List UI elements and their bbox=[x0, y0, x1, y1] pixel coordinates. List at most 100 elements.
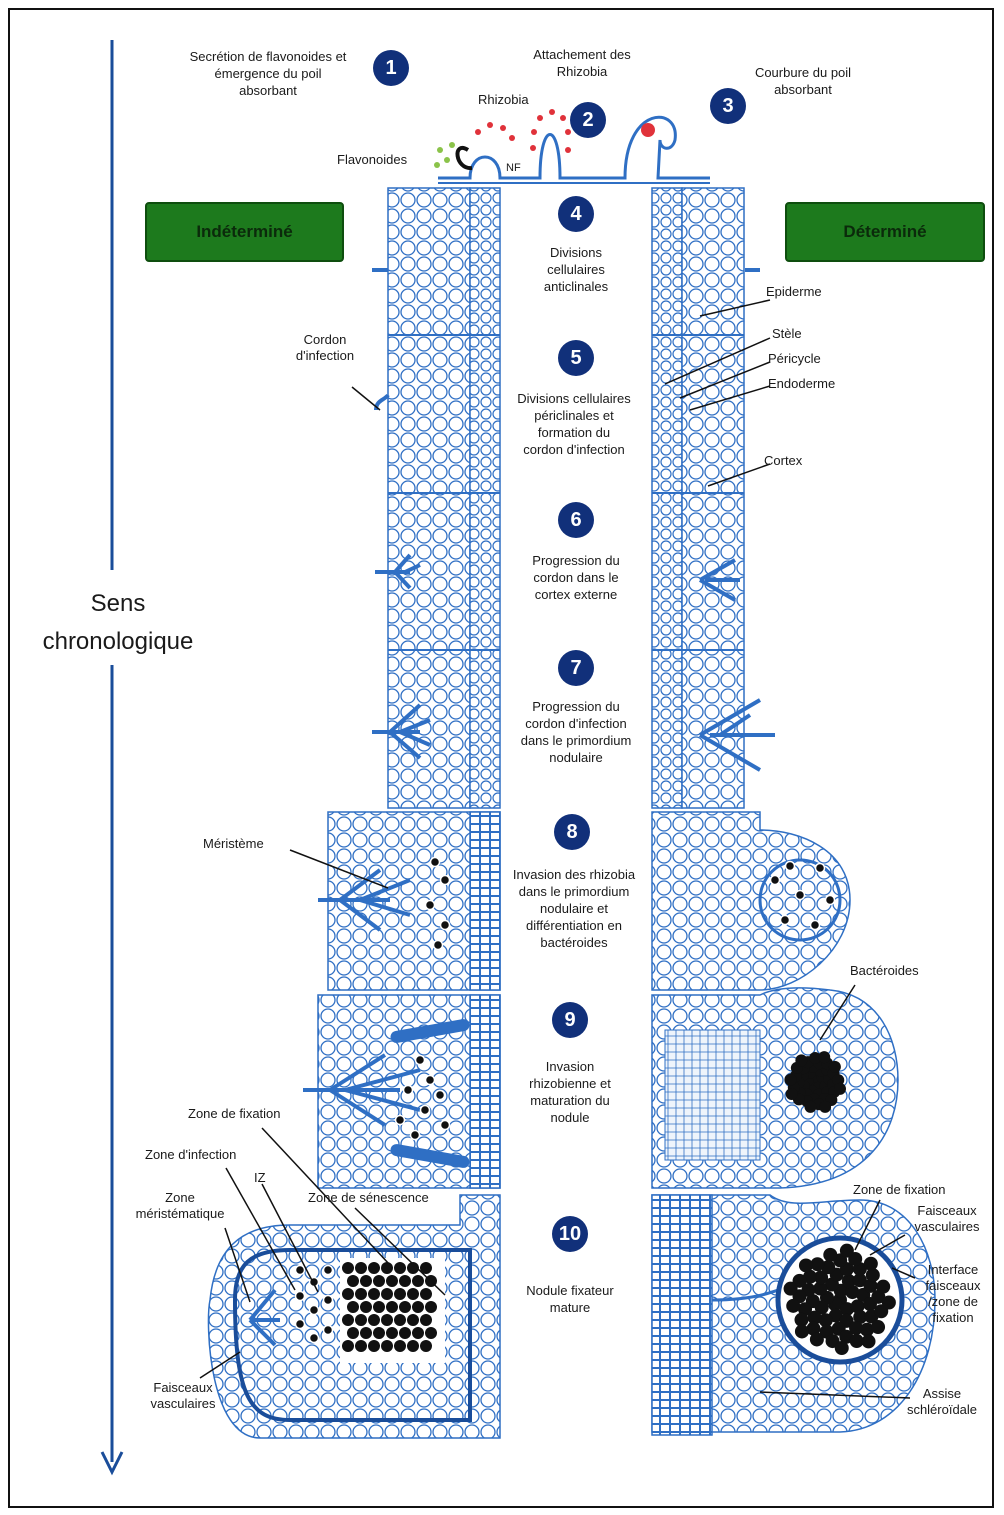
bacteroid bbox=[810, 1332, 824, 1346]
bacteroid bbox=[355, 1288, 367, 1300]
bacteroid bbox=[368, 1340, 380, 1352]
bacteroid bbox=[781, 916, 790, 925]
bacteroid bbox=[404, 1086, 413, 1095]
label-line: d'infection bbox=[280, 348, 370, 364]
step-4-line: anticlinales bbox=[544, 278, 608, 295]
step-1-line: émergence du poil bbox=[190, 65, 347, 82]
step-2-line: Rhizobia bbox=[533, 63, 631, 80]
label-rhizobia: Rhizobia bbox=[478, 92, 529, 108]
step-5-line: cordon d'infection bbox=[517, 441, 630, 458]
step-9-line: nodule bbox=[529, 1109, 611, 1126]
bacteroid bbox=[386, 1301, 398, 1313]
step-text-2: Attachement des Rhizobia bbox=[533, 46, 631, 80]
bacteroid bbox=[310, 1306, 319, 1315]
label-line: Cordon bbox=[280, 332, 370, 348]
bacteroid bbox=[441, 1121, 450, 1130]
label-endoderme: Endoderme bbox=[768, 376, 835, 392]
step-1-line: Secrétion de flavonoides et bbox=[190, 48, 347, 65]
step-8-line: bactéroides bbox=[513, 934, 635, 951]
step-3-line: Courbure du poil bbox=[755, 64, 851, 81]
step-badge-6: 6 bbox=[558, 502, 594, 538]
bacteroid bbox=[399, 1327, 411, 1339]
step-text-8: Invasion des rhizobia dans le primordium… bbox=[513, 866, 635, 951]
step-6-line: Progression du bbox=[532, 552, 619, 569]
bacteroid bbox=[420, 1340, 432, 1352]
bacteroid bbox=[355, 1314, 367, 1326]
bacteroid bbox=[407, 1288, 419, 1300]
step-text-5: Divisions cellulaires périclinales et fo… bbox=[517, 390, 630, 458]
label-epiderme: Epiderme bbox=[766, 284, 822, 300]
bacteroid bbox=[412, 1275, 424, 1287]
step-10-line: Nodule fixateur bbox=[526, 1282, 613, 1299]
bacteroid bbox=[431, 858, 440, 867]
step-badge-9: 9 bbox=[552, 1002, 588, 1038]
bacteroid bbox=[381, 1262, 393, 1274]
step-7-line: cordon d'infection bbox=[521, 715, 632, 732]
bacteroid bbox=[355, 1340, 367, 1352]
label-line: /zone de bbox=[918, 1294, 988, 1310]
bacteroid bbox=[411, 1131, 420, 1140]
label-meristeme-left: Méristème bbox=[203, 836, 264, 852]
bacteroid bbox=[799, 1258, 813, 1272]
bacteroid bbox=[816, 864, 825, 873]
bacteroid bbox=[412, 1327, 424, 1339]
step-text-10: Nodule fixateur mature bbox=[526, 1282, 613, 1316]
label-interface: Interface faisceaux /zone de fixation bbox=[918, 1262, 988, 1326]
bacteroid bbox=[310, 1334, 319, 1343]
chronology-axis-label: Sens chronologique bbox=[18, 585, 218, 661]
bacteroid bbox=[819, 1101, 831, 1113]
step-1-line: absorbant bbox=[190, 82, 347, 99]
bacteroid bbox=[368, 1288, 380, 1300]
bacteroid bbox=[324, 1296, 333, 1305]
bacteroid bbox=[835, 1341, 849, 1355]
bacteroid bbox=[399, 1301, 411, 1313]
bacteroid bbox=[396, 1116, 405, 1125]
bacteroid bbox=[368, 1262, 380, 1274]
bacteroid bbox=[436, 1091, 445, 1100]
bacteroid bbox=[324, 1266, 333, 1275]
bacteroid bbox=[823, 1248, 837, 1262]
bacteroid bbox=[399, 1275, 411, 1287]
step-badge-1: 1 bbox=[373, 50, 409, 86]
label-line: méristématique bbox=[130, 1206, 230, 1222]
step-text-1: Secrétion de flavonoides et émergence du… bbox=[190, 48, 347, 99]
label-zone-fixation-left: Zone de fixation bbox=[188, 1106, 281, 1122]
bacteroid bbox=[864, 1257, 878, 1271]
step-badge-8: 8 bbox=[554, 814, 590, 850]
bacteroid bbox=[394, 1314, 406, 1326]
bacteroid bbox=[373, 1275, 385, 1287]
label-zone-senescence: Zone de sénescence bbox=[308, 1190, 429, 1206]
bacteroid bbox=[441, 876, 450, 885]
step-9-line: maturation du bbox=[529, 1092, 611, 1109]
bacteroid bbox=[795, 1324, 809, 1338]
step-8-line: dans le primordium bbox=[513, 883, 635, 900]
bacteroid bbox=[381, 1340, 393, 1352]
bacteroid bbox=[412, 1301, 424, 1313]
bacteroid bbox=[786, 1088, 798, 1100]
bacteroid bbox=[296, 1320, 305, 1329]
bacteroid bbox=[811, 921, 820, 930]
bacteroid bbox=[296, 1292, 305, 1301]
step-text-7: Progression du cordon d'infection dans l… bbox=[521, 698, 632, 766]
bacteroid bbox=[360, 1275, 372, 1287]
indeterminate-column bbox=[208, 188, 500, 1438]
bacteroid bbox=[840, 1244, 854, 1258]
bacteroid bbox=[420, 1314, 432, 1326]
step-9-line: Invasion bbox=[529, 1058, 611, 1075]
bacteroid bbox=[386, 1327, 398, 1339]
bacteroid bbox=[394, 1288, 406, 1300]
step-text-4: Divisions cellulaires anticlinales bbox=[544, 244, 608, 295]
bacteroid bbox=[394, 1262, 406, 1274]
step-badge-3: 3 bbox=[710, 88, 746, 124]
label-line: Interface bbox=[918, 1262, 988, 1278]
label-cordon-infection: Cordon d'infection bbox=[280, 332, 370, 364]
bacteroid bbox=[381, 1288, 393, 1300]
bacteroid bbox=[434, 941, 443, 950]
label-faisceaux-right: Faisceaux vasculaires bbox=[906, 1203, 988, 1235]
label-cortex: Cortex bbox=[764, 453, 802, 469]
step-text-9: Invasion rhizobienne et maturation du no… bbox=[529, 1058, 611, 1126]
bacteroid bbox=[425, 1327, 437, 1339]
bacteroid bbox=[834, 1083, 846, 1095]
label-iz: IZ bbox=[254, 1170, 266, 1186]
label-line: faisceaux bbox=[918, 1278, 988, 1294]
